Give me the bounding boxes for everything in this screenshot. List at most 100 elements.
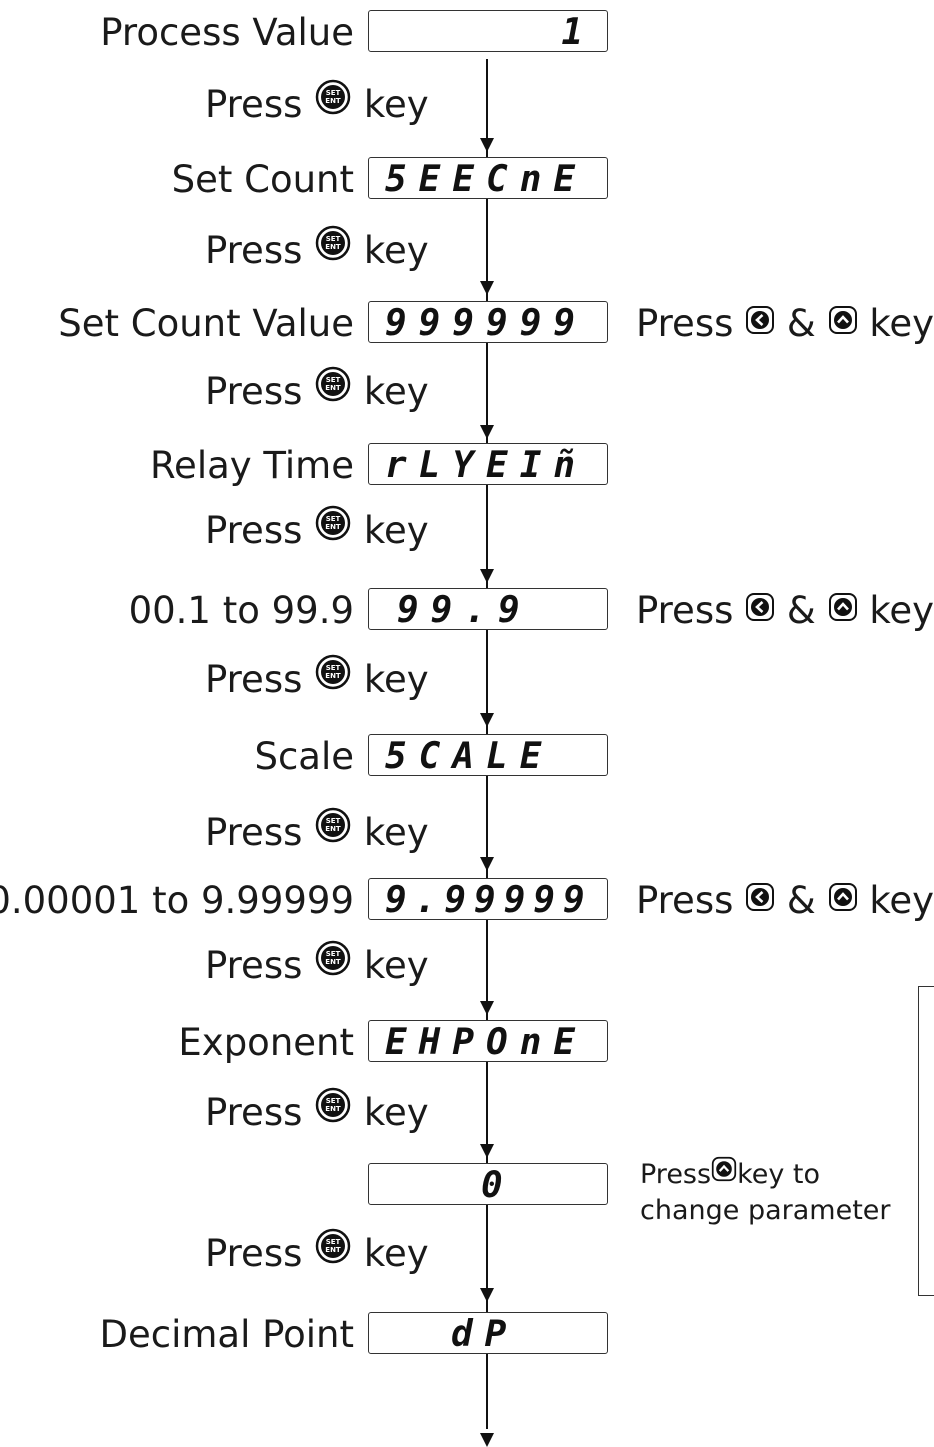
svg-text:ENT: ENT [325, 1246, 341, 1254]
display-value: 5CALE [385, 736, 554, 777]
seven-segment-display: EHPOnE [368, 1020, 608, 1063]
arrowhead [480, 857, 494, 871]
note-amp: & [786, 589, 816, 632]
step-label: 00.1 to 99.9 [128, 589, 354, 632]
note-line-2: change parameter [640, 1195, 891, 1226]
press-text: Press [205, 1091, 303, 1134]
display-value: 0 [481, 1165, 515, 1206]
adjust-keys-note: Press & key [636, 586, 934, 636]
seven-segment-display: 1 [368, 10, 608, 53]
note-key-text: key [869, 879, 934, 922]
up-arrow-key-icon [828, 298, 858, 348]
press-text: Press [205, 509, 303, 552]
step-label: 0.00001 to 9.99999 [0, 879, 354, 922]
key-text: key [363, 658, 429, 701]
key-text: key [363, 811, 429, 854]
arrowhead [480, 281, 494, 295]
arrowhead [480, 1144, 494, 1158]
svg-text:ENT: ENT [325, 523, 341, 531]
seven-segment-display: 9.99999 [368, 878, 608, 921]
svg-text:ENT: ENT [325, 825, 341, 833]
arrowhead [480, 1433, 494, 1447]
arrowhead [480, 138, 494, 152]
step-label: Set Count Value [58, 302, 354, 345]
note-press-text: Press [636, 302, 734, 345]
key-text: key [363, 370, 429, 413]
step-decimal-point: Decimal Point dP [0, 1310, 934, 1360]
left-arrow-key-icon [745, 875, 775, 925]
display-value: 999999 [385, 303, 588, 344]
display-value: 1 [561, 12, 595, 53]
svg-text:SET: SET [326, 376, 341, 384]
svg-text:SET: SET [326, 817, 341, 825]
note-press-text: Press [636, 589, 734, 632]
svg-text:SET: SET [326, 664, 341, 672]
key-text: key [363, 229, 429, 272]
display-value: rLYEIñ [385, 445, 588, 486]
seven-segment-display: dP [368, 1312, 608, 1355]
step-relay-time-value: 00.1 to 99.9 99.9 Press & key [0, 586, 934, 636]
press-text: Press [205, 83, 303, 126]
display-value: dP [451, 1314, 519, 1355]
display-value: EHPOnE [385, 1022, 588, 1063]
svg-text:ENT: ENT [325, 1105, 341, 1113]
bracket [918, 986, 934, 1296]
step-label: Exponent [178, 1021, 354, 1064]
svg-text:ENT: ENT [325, 243, 341, 251]
arrowhead [480, 713, 494, 727]
step-label: Scale [254, 735, 354, 778]
svg-text:SET: SET [326, 235, 341, 243]
note-amp: & [786, 879, 816, 922]
arrowhead [480, 1001, 494, 1015]
left-arrow-key-icon [745, 585, 775, 635]
svg-text:ENT: ENT [325, 672, 341, 680]
press-text: Press [205, 811, 303, 854]
step-scale: Scale 5CALE [0, 732, 934, 782]
svg-text:SET: SET [326, 1238, 341, 1246]
arrowhead [480, 1288, 494, 1302]
key-text: key [363, 1232, 429, 1275]
step-set-count-value: Set Count Value 999999 Press & key [0, 299, 934, 349]
step-process-value: Process Value 1 [0, 8, 934, 58]
press-text: Press [205, 229, 303, 272]
up-arrow-key-icon [711, 1156, 737, 1191]
step-relay-time: Relay Time rLYEIñ [0, 441, 934, 491]
step-exponent: Exponent EHPOnE [0, 1018, 934, 1068]
step-label: Process Value [100, 11, 354, 54]
press-text: Press [205, 658, 303, 701]
arrowhead [480, 425, 494, 439]
key-text: key [363, 944, 429, 987]
step-exponent-value: 0 [0, 1161, 934, 1211]
arrowhead [480, 569, 494, 583]
svg-text:SET: SET [326, 1097, 341, 1105]
svg-text:ENT: ENT [325, 958, 341, 966]
svg-text:ENT: ENT [325, 97, 341, 105]
seven-segment-display: 5EECnE [368, 157, 608, 200]
note-key-text: key [869, 589, 934, 632]
key-text: key [363, 1091, 429, 1134]
svg-text:SET: SET [326, 89, 341, 97]
press-text: Press [205, 370, 303, 413]
step-scale-value: 0.00001 to 9.99999 9.99999 Press & key [0, 876, 934, 926]
step-label: Set Count [171, 158, 354, 201]
key-text: key [363, 83, 429, 126]
press-text: Press [205, 944, 303, 987]
note-press-text: Press [640, 1159, 712, 1190]
